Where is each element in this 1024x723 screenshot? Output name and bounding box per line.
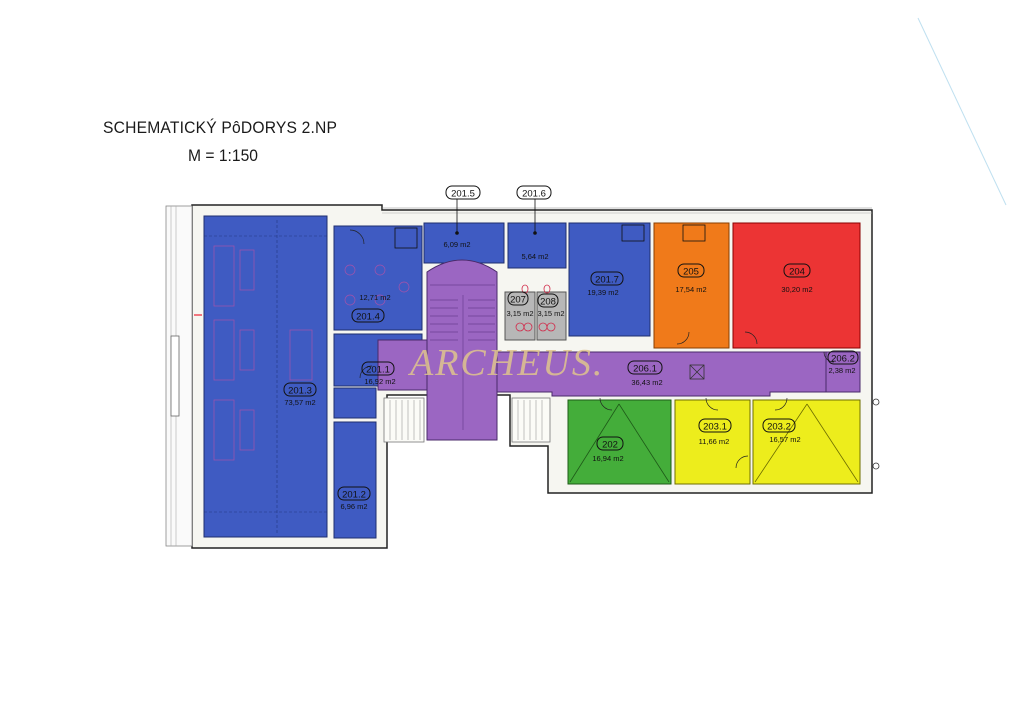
room-number: 201.1 xyxy=(366,365,390,376)
room-area: 16,57 m2 xyxy=(769,435,800,444)
room-tag-201-1: 201.116,92 m2 xyxy=(361,361,396,386)
room-tag-outline xyxy=(445,185,481,200)
room-tag-outline xyxy=(351,308,385,323)
room-201-6 xyxy=(507,222,567,269)
room-number: 205 xyxy=(683,267,699,278)
room-tag-outline xyxy=(762,418,796,433)
stair-lower-left xyxy=(383,397,425,443)
room-area: 30,20 m2 xyxy=(781,285,812,294)
room-number: 208 xyxy=(540,297,556,308)
room-area: 73,57 m2 xyxy=(284,398,315,407)
room-tag-outline xyxy=(537,293,559,308)
room-number: 201.4 xyxy=(356,312,380,323)
exterior-markers xyxy=(872,398,880,470)
toilet-fixtures xyxy=(515,284,556,332)
room-tag-206-1: 206.1 36,43 m2 xyxy=(627,360,663,387)
room-tag-outline xyxy=(361,361,395,376)
room-tag-206-2: 206.22,38 m2 xyxy=(827,350,859,375)
room-tag-202: 202 16,94 m2 xyxy=(592,436,624,463)
door-arcs xyxy=(349,229,835,469)
room-number: 204 xyxy=(789,267,805,278)
room-tag-outline xyxy=(283,382,317,397)
room-tag-outline xyxy=(783,263,811,278)
room-number: 206.1 xyxy=(633,364,657,375)
room-tag-201-3: 201.373,57 m2 xyxy=(283,382,317,407)
room-number: 207 xyxy=(510,295,526,306)
room-tag-203-1: 203.1 11,66 m2 xyxy=(698,418,732,446)
room-tag-201-5: 201.5 6,09 m2 xyxy=(443,185,481,249)
room-number: 203.2 xyxy=(767,422,791,433)
shaft-symbol xyxy=(689,364,705,380)
room-204 xyxy=(732,222,861,349)
corner-line xyxy=(917,17,1007,206)
room-number: 202 xyxy=(602,440,618,451)
room-tag-201-6: 201.6 5,64 m2 xyxy=(516,185,552,261)
room-201-0 xyxy=(333,387,377,419)
room-number: 201.6 xyxy=(522,189,546,200)
room-number: 201.2 xyxy=(342,490,366,501)
roof-lines-203-2 xyxy=(754,403,859,483)
room-tag-207: 207 3,15 m2 xyxy=(506,291,534,318)
room-tag-outline xyxy=(337,486,371,501)
room-area: 16,94 m2 xyxy=(592,454,623,463)
room-tag-outline xyxy=(627,360,663,375)
watermark: ARCHEUS. xyxy=(407,342,604,384)
room-area: 2,38 m2 xyxy=(828,366,855,375)
room-201-5 xyxy=(423,222,505,264)
room-area: 16,92 m2 xyxy=(364,377,395,386)
room-tag-outline xyxy=(677,263,705,278)
leader-dot xyxy=(533,231,537,235)
room-tag-outline xyxy=(590,271,624,286)
leader-dot xyxy=(455,231,459,235)
room-tag-203-2: 203.2 16,57 m2 xyxy=(762,418,801,444)
room-tag-outline xyxy=(596,436,624,451)
room-tag-201-4: 201.4 12,71 m2 xyxy=(351,293,391,323)
room-area: 36,43 m2 xyxy=(631,378,662,387)
room-201-7 xyxy=(568,222,651,337)
room-area: 19,39 m2 xyxy=(587,288,618,297)
room-tag-outline xyxy=(507,291,529,306)
room-area: 3,15 m2 xyxy=(506,309,533,318)
room-area: 6,09 m2 xyxy=(443,240,470,249)
room-area: 6,96 m2 xyxy=(340,502,367,511)
plan-scale: M = 1:150 xyxy=(188,146,258,165)
room-number: 203.1 xyxy=(703,422,727,433)
room-number: 206.2 xyxy=(831,354,855,365)
room-tag-201-7: 201.7 19,39 m2 xyxy=(587,271,624,297)
room-area: 11,66 m2 xyxy=(699,437,730,446)
room-201-4 xyxy=(333,225,423,331)
room-207 xyxy=(504,291,536,341)
room-tag-outline xyxy=(827,350,859,365)
room-tag-outline xyxy=(698,418,732,433)
furniture-outlines xyxy=(213,245,410,461)
room-number: 201.5 xyxy=(451,189,475,200)
room-area: 12,71 m2 xyxy=(359,293,390,302)
stair-treads xyxy=(430,284,495,430)
terrace-left xyxy=(165,205,193,547)
roof-lines-202 xyxy=(569,403,670,483)
room-tag-204: 204 30,20 m2 xyxy=(781,263,813,294)
corridor-left xyxy=(377,339,428,391)
room-area: 5,64 m2 xyxy=(521,252,548,261)
room-area: 17,54 m2 xyxy=(675,285,706,294)
room-203-2 xyxy=(752,399,861,485)
room-205 xyxy=(653,222,730,349)
room-206-2 xyxy=(825,351,861,393)
room-tag-205: 205 17,54 m2 xyxy=(675,263,707,294)
plan-title: SCHEMATICKÝ PôDORYS 2.NP xyxy=(103,118,338,137)
room-tag-outline xyxy=(516,185,552,200)
room-208 xyxy=(536,291,567,341)
room-tag-201-2: 201.26,96 m2 xyxy=(337,486,371,511)
room-number: 201.7 xyxy=(595,275,619,286)
room-202 xyxy=(567,399,672,485)
stair-lower-right xyxy=(511,397,551,443)
room-area: 3,15 m2 xyxy=(537,309,564,318)
room-number: 201.3 xyxy=(288,386,312,397)
room-201-2 xyxy=(333,421,377,539)
room-203-1 xyxy=(674,399,751,485)
room-201-3 xyxy=(203,215,328,538)
